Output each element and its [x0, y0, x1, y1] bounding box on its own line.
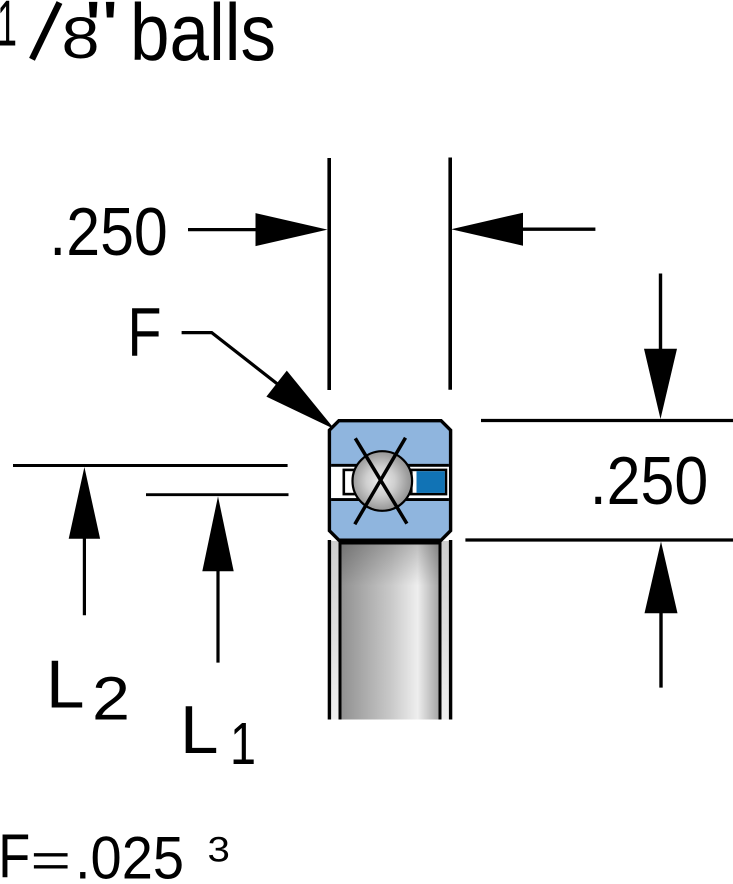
- svg-text:3: 3: [208, 831, 230, 870]
- svg-text:F: F: [128, 294, 162, 371]
- svg-text:": ": [85, 0, 119, 68]
- svg-text:=: =: [31, 834, 72, 884]
- svg-text:2: 2: [92, 664, 130, 732]
- svg-text:.250: .250: [49, 194, 168, 270]
- svg-text:F: F: [0, 823, 30, 884]
- svg-text:1: 1: [0, 0, 17, 59]
- svg-text:L: L: [180, 692, 219, 768]
- svg-text:balls: balls: [130, 0, 276, 78]
- svg-text:8: 8: [62, 6, 100, 71]
- svg-text:1: 1: [230, 711, 256, 777]
- svg-text:L: L: [46, 646, 85, 722]
- svg-text:.025: .025: [75, 825, 184, 884]
- svg-text:.250: .250: [590, 443, 709, 519]
